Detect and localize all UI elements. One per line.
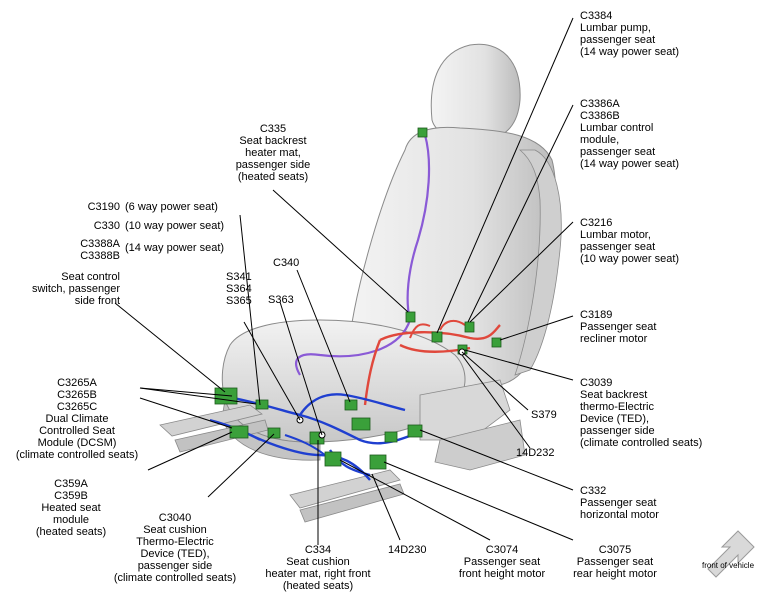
label-c3388-note: (14 way power seat): [125, 242, 225, 254]
connector-c335: [405, 311, 416, 323]
label-c3189: C3189 Passenger seat recliner motor: [580, 309, 657, 345]
connector-misc: [351, 417, 371, 431]
harness-red: [409, 319, 466, 339]
label-c3386: C3386A C3386B Lumbar control module, pas…: [580, 98, 680, 170]
label-c335: C335 Seat backrest heater mat, passenger…: [235, 123, 311, 183]
connector-dcsm: [214, 387, 238, 405]
label-seat-switch: Seat control switch, passenger side fron…: [31, 271, 120, 307]
label-c3265: C3265A C3265B C3265C Dual Climate Contro…: [15, 377, 139, 461]
label-c3190-id: C3190: [87, 201, 120, 213]
connector-c3386: [431, 331, 443, 343]
connector-c3040: [267, 427, 281, 439]
connector-c3216: [464, 321, 475, 333]
label-c3388-ids: C3388A C3388B: [80, 238, 120, 262]
connector-c3189: [491, 337, 502, 348]
label-c330-note: (10 way power seat): [125, 220, 225, 232]
leader-lines: [114, 17, 574, 545]
headrest-shape: [430, 43, 521, 141]
label-s379: S379: [531, 409, 557, 421]
backrest-side: [514, 149, 562, 376]
label-front-of-vehicle: front of vehicle: [701, 561, 755, 570]
harness-blue: [214, 393, 421, 481]
label-c3190-note: (6 way power seat): [125, 201, 218, 213]
connector-misc: [384, 431, 398, 443]
label-s341: S341 S364 S365: [226, 271, 252, 307]
connector-c3384: [417, 127, 428, 138]
label-c3040: C3040 Seat cushion Thermo-Electric Devic…: [113, 512, 237, 584]
connector-c340: [344, 399, 358, 411]
label-c3216: C3216 Lumbar motor, passenger seat (10 w…: [580, 217, 680, 265]
connector-c3075: [369, 454, 387, 470]
label-c3075: C3075 Passenger seat rear height motor: [573, 544, 657, 580]
connector-c359: [229, 425, 249, 439]
label-14d230: 14D230: [388, 544, 427, 556]
connector-c3074: [324, 451, 342, 467]
label-14d232: 14D232: [516, 447, 555, 459]
label-c3074: C3074 Passenger seat front height motor: [458, 544, 546, 580]
label-s363: S363: [268, 294, 294, 306]
seat-frame: [434, 419, 526, 471]
connector-c332: [407, 424, 423, 438]
label-c334: C334 Seat cushion heater mat, right fron…: [265, 544, 371, 592]
label-c3384: C3384 Lumbar pump, passenger seat (14 wa…: [580, 10, 680, 58]
label-c330-id: C330: [93, 220, 120, 232]
label-c332: C332 Passenger seat horizontal motor: [580, 485, 659, 521]
label-c3039: C3039 Seat backrest thermo-Electric Devi…: [580, 377, 703, 449]
connector-c330: [255, 399, 269, 410]
label-c340: C340: [273, 257, 300, 269]
front-arrow-icon: [707, 530, 755, 578]
label-c359: C359A C359B Heated seat module (heated s…: [35, 478, 107, 538]
